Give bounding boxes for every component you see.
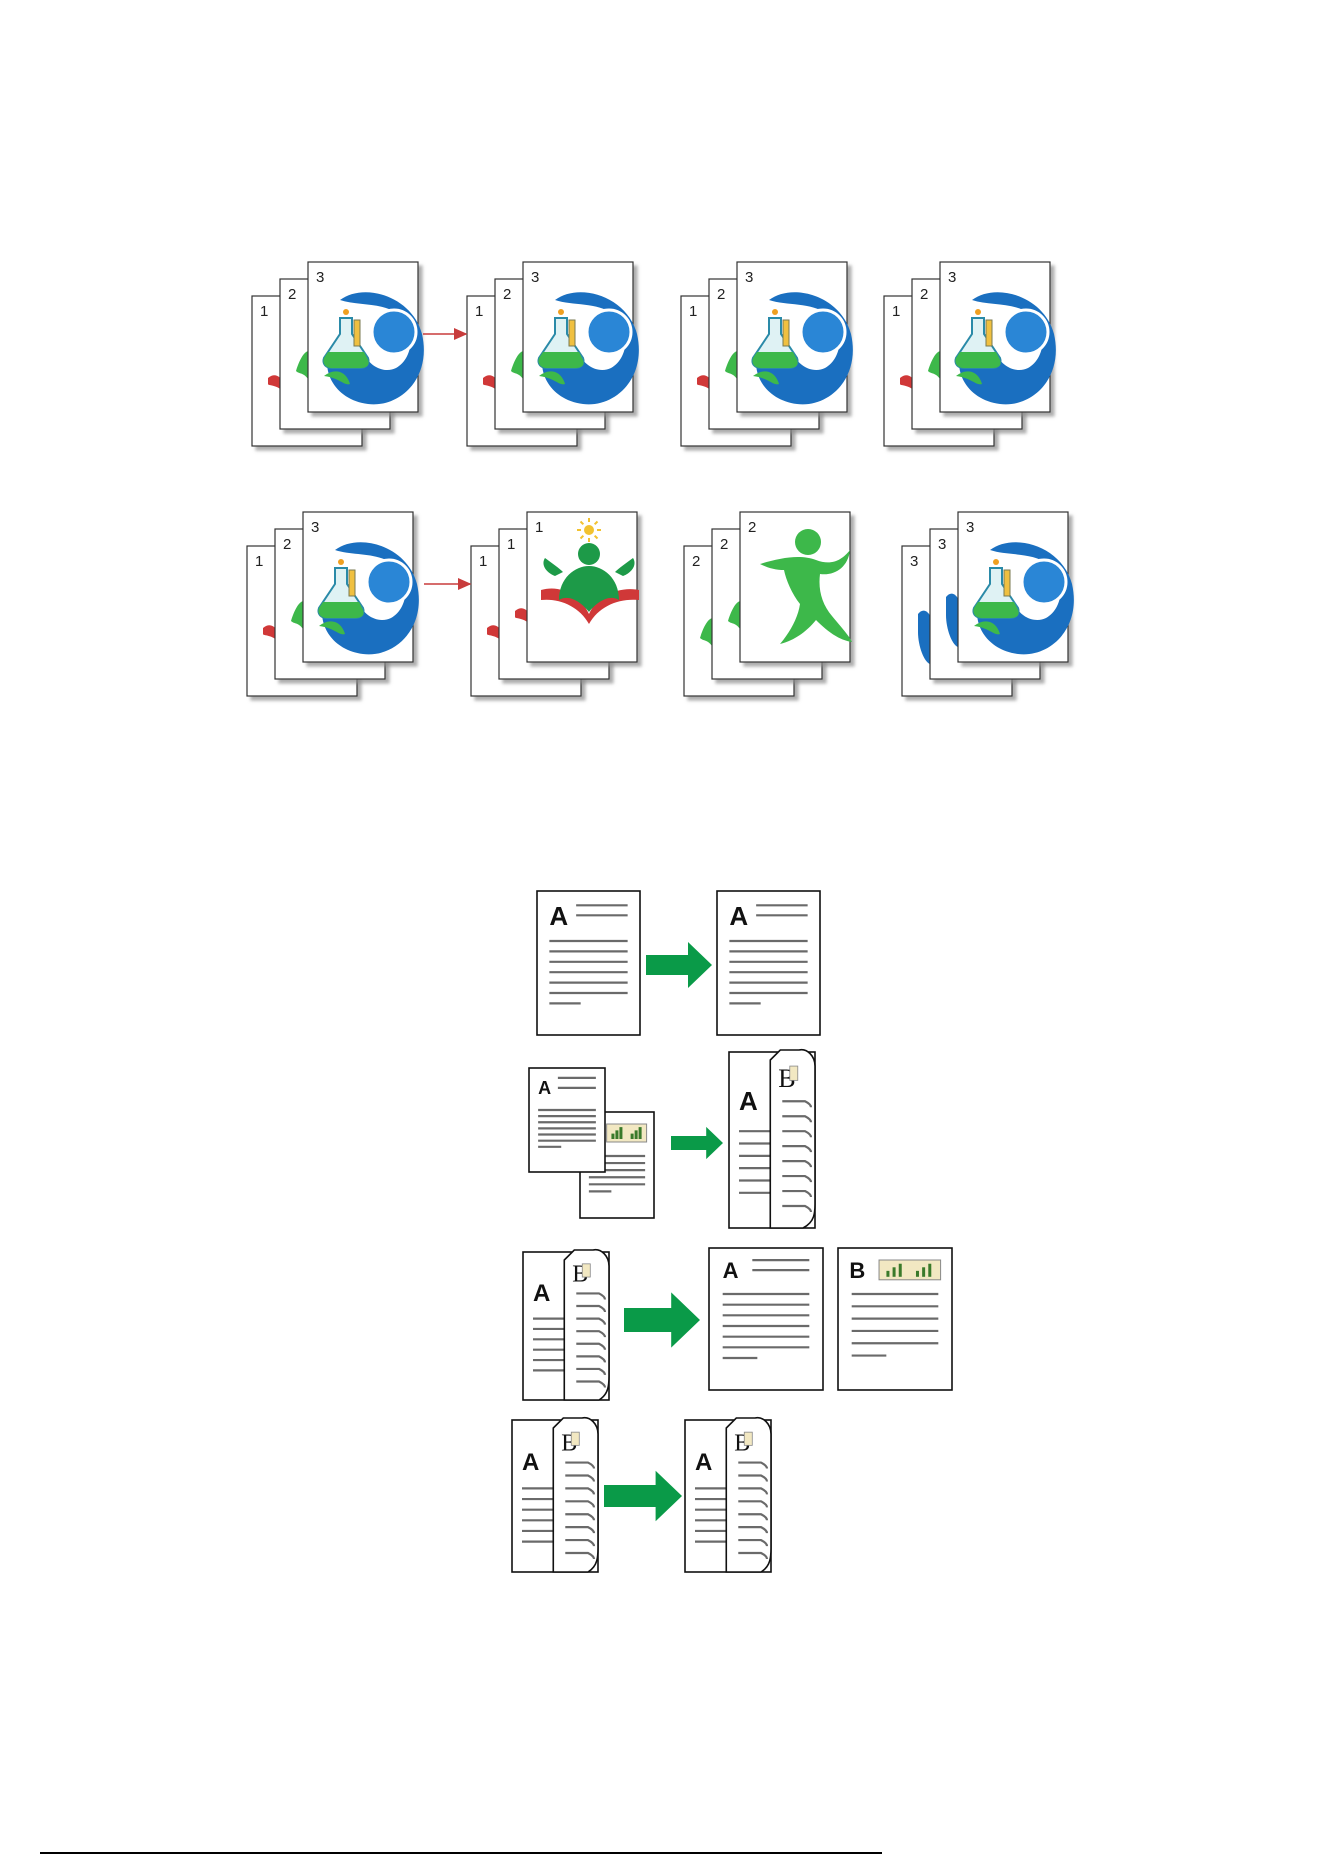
page-number-label: 1 bbox=[892, 303, 900, 320]
document-page-a: A bbox=[529, 1068, 605, 1172]
back-chart-icon bbox=[582, 1264, 590, 1277]
front-letter: A bbox=[695, 1449, 712, 1476]
bar-chart-icon bbox=[607, 1124, 647, 1142]
page-stack: 1 2 3 bbox=[884, 262, 1056, 446]
two-sided-document: AB bbox=[729, 1050, 815, 1228]
page-number-label: 2 bbox=[748, 519, 756, 536]
page-stack: 2 2 2 bbox=[684, 512, 852, 696]
page-stack: 1 2 3 bbox=[681, 262, 853, 446]
front-letter: A bbox=[533, 1280, 550, 1307]
duplex-diagram: AABAABABABABAB bbox=[512, 891, 952, 1572]
page-number-label: 2 bbox=[503, 286, 511, 303]
two-sided-document: AB bbox=[685, 1418, 771, 1572]
page-number-label: 1 bbox=[475, 303, 483, 320]
front-letter: A bbox=[723, 1258, 739, 1283]
two-sided-document: AB bbox=[512, 1418, 598, 1572]
document-page-a: A bbox=[709, 1248, 823, 1390]
back-letter: B bbox=[849, 1258, 865, 1283]
back-chart-icon bbox=[571, 1432, 579, 1445]
document-page-b: B bbox=[838, 1248, 952, 1390]
page-number-label: 3 bbox=[316, 269, 324, 286]
page-number-label: 1 bbox=[535, 519, 543, 536]
page-footer-rule bbox=[40, 1852, 882, 1854]
page-number-label: 2 bbox=[288, 286, 296, 303]
green-mode-arrow bbox=[671, 1127, 723, 1159]
collate-diagram: 1 2 3 1 2 3 1 2 3 1 2 3 1 2 3 1 1 1 2 2 2 3 3 3 bbox=[247, 262, 1074, 696]
page-number-label: 1 bbox=[479, 553, 487, 570]
bar-chart-icon bbox=[879, 1260, 941, 1280]
green-mode-arrow bbox=[604, 1471, 682, 1522]
two-sided-document: AB bbox=[523, 1250, 609, 1400]
front-letter: A bbox=[522, 1449, 539, 1476]
page-number-label: 3 bbox=[311, 519, 319, 536]
front-letter: A bbox=[549, 901, 568, 931]
back-chart-icon bbox=[790, 1066, 798, 1080]
page-number-label: 1 bbox=[507, 536, 515, 553]
front-letter: A bbox=[538, 1078, 551, 1098]
green-mode-arrow bbox=[624, 1292, 700, 1347]
page-number-label: 2 bbox=[720, 536, 728, 553]
page-number-label: 1 bbox=[260, 303, 268, 320]
front-letter: A bbox=[729, 901, 748, 931]
back-chart-icon bbox=[744, 1432, 752, 1445]
mode-2-to-2-sided: AB AB bbox=[512, 1418, 771, 1572]
page-number-label: 2 bbox=[717, 286, 725, 303]
page-number-label: 3 bbox=[948, 269, 956, 286]
mode-1-to-2-sided: BAAB bbox=[529, 1050, 815, 1228]
page-number-label: 1 bbox=[689, 303, 697, 320]
page-number-label: 3 bbox=[910, 553, 918, 570]
page-stack: 3 3 3 bbox=[902, 512, 1074, 696]
page-stack: 1 2 3 bbox=[252, 262, 424, 446]
page-stack: 1 2 3 bbox=[247, 512, 419, 696]
page-stack: 1 1 1 bbox=[471, 512, 639, 696]
page-number-label: 3 bbox=[966, 519, 974, 536]
page-number-label: 2 bbox=[920, 286, 928, 303]
document-page-a: A bbox=[537, 891, 640, 1035]
page-number-label: 3 bbox=[531, 269, 539, 286]
page-number-label: 1 bbox=[255, 553, 263, 570]
page-number-label: 3 bbox=[938, 536, 946, 553]
green-mode-arrow bbox=[646, 942, 712, 988]
page-number-label: 2 bbox=[692, 553, 700, 570]
page-number-label: 2 bbox=[283, 536, 291, 553]
front-letter: A bbox=[739, 1086, 758, 1116]
document-page-a: A bbox=[717, 891, 820, 1035]
page-number-label: 3 bbox=[745, 269, 753, 286]
page-stack: 1 2 3 bbox=[467, 262, 639, 446]
